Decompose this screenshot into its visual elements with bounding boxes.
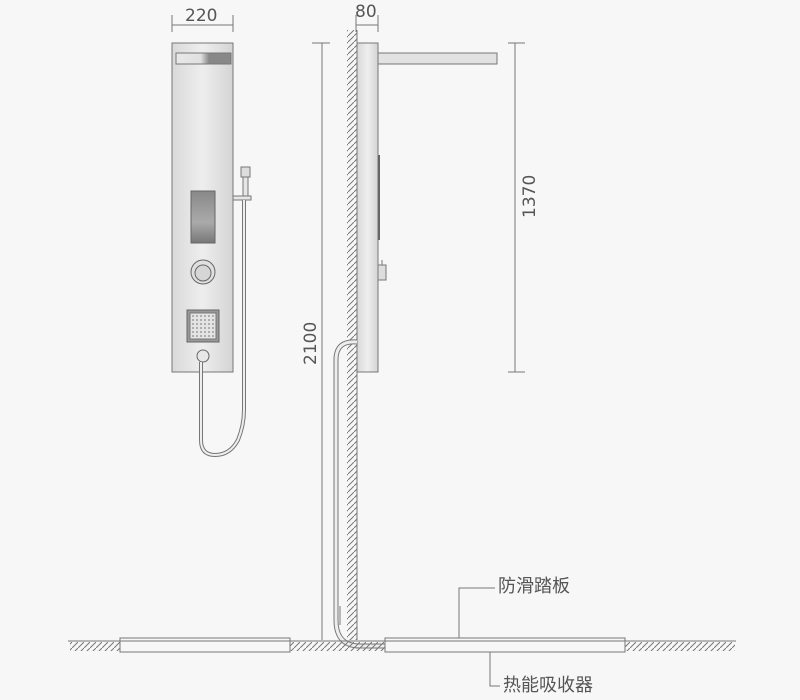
hose-outlet [196,349,210,363]
dim-label-80: 80 [355,2,377,22]
label-heat-absorber: 热能吸收器 [503,675,593,696]
side-panel [356,42,498,373]
dimension-220 [171,15,234,32]
dimension-1370 [508,42,525,373]
dim-label-2100: 2100 [301,321,321,365]
front-panel [171,42,234,373]
dim-label-220: 220 [185,6,218,26]
dimension-2100 [312,42,330,640]
jet-holes [192,315,214,337]
floor [68,637,736,653]
dim-label-1370: 1370 [520,174,540,218]
label-leaders [458,587,500,687]
left-pedal [119,637,291,653]
rain-head-strip [175,52,232,65]
label-anti-slip-pedal: 防滑踏板 [498,576,570,597]
heat-pipe [333,339,385,649]
dimension-80 [355,15,379,32]
right-pedal [384,637,626,653]
display-screen [190,190,216,244]
wall [347,30,358,640]
hand-shower [199,166,252,458]
